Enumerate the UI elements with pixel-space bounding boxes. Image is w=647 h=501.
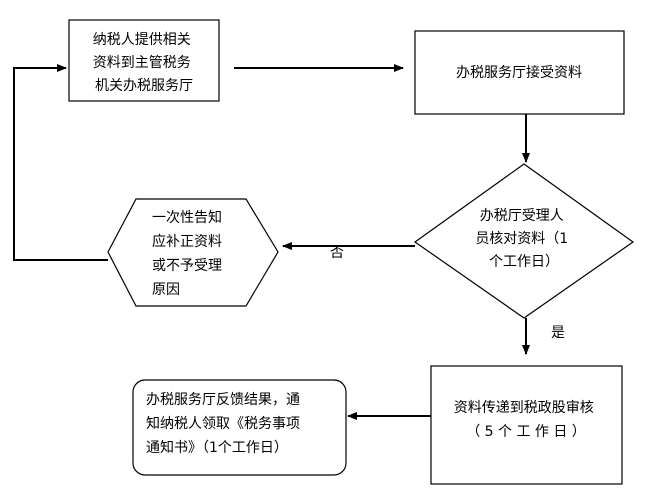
receive-text: 办税服务厅接受资料: [456, 64, 582, 81]
edge-label-no: 否: [330, 245, 344, 261]
check-line: 办税厅受理人: [480, 208, 564, 224]
check-text: 办税厅受理人 员核对资料（1 个工作日）: [475, 208, 572, 270]
reject-line: 一次性告知: [152, 209, 222, 226]
reject-text: 一次性告知 应补正资料 或不予受理 原因: [152, 209, 226, 298]
node-check: [413, 163, 635, 319]
submit-line: 机关办税服务厅: [95, 78, 193, 94]
feedback-line: 办税服务厅反馈结果，通: [146, 392, 300, 408]
submit-line: 资料到主管税务: [93, 55, 191, 71]
edge-label-yes: 是: [551, 325, 565, 341]
transfer-text: 资料传递到税政股审核 （ 5 个 工 作 日 ）: [454, 400, 598, 440]
submit-text: 纳税人提供相关 资料到主管税务 机关办税服务厅: [93, 32, 195, 94]
reject-line: 或不予受理: [152, 258, 222, 274]
node-receive: [414, 30, 625, 115]
node-reject: [107, 198, 279, 307]
receive-line: 办税服务厅接受资料: [456, 64, 582, 81]
feedback-line: 知纳税人领取《税务事项: [146, 415, 300, 432]
transfer-line: 资料传递到税政股审核: [454, 400, 594, 416]
check-line: 员核对资料（1: [475, 231, 568, 247]
feedback-text: 办税服务厅反馈结果，通 知纳税人领取《税务事项 通知书》（1个工作日）: [146, 392, 304, 456]
reject-line: 应补正资料: [152, 233, 222, 250]
submit-line: 纳税人提供相关: [93, 32, 191, 48]
node-transfer: [430, 365, 623, 485]
feedback-line: 通知书》（1个工作日）: [146, 439, 288, 456]
edge-reject-loop-back: [13, 64, 108, 261]
reject-line: 原因: [152, 282, 180, 298]
transfer-line: （ 5 个 工 作 日 ）: [466, 424, 586, 440]
check-line: 个工作日）: [489, 254, 559, 270]
node-submit: [68, 19, 220, 102]
node-feedback: [132, 379, 347, 476]
